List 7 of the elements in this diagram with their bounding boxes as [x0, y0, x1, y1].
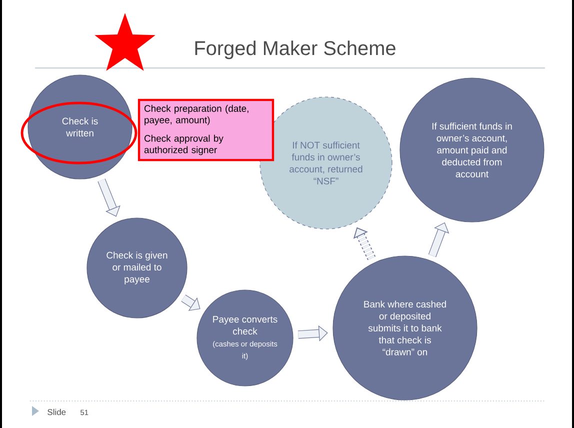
block-arrow	[353, 227, 376, 260]
block-arrow	[298, 325, 328, 342]
slide-title: Forged Maker Scheme	[195, 40, 396, 60]
block-arrow	[98, 178, 120, 217]
block-arrow	[181, 294, 200, 311]
footer-text: Slide	[48, 408, 66, 416]
callout-box: Check preparation (date, payee, amount) Check approval by authorized signer	[138, 98, 274, 162]
